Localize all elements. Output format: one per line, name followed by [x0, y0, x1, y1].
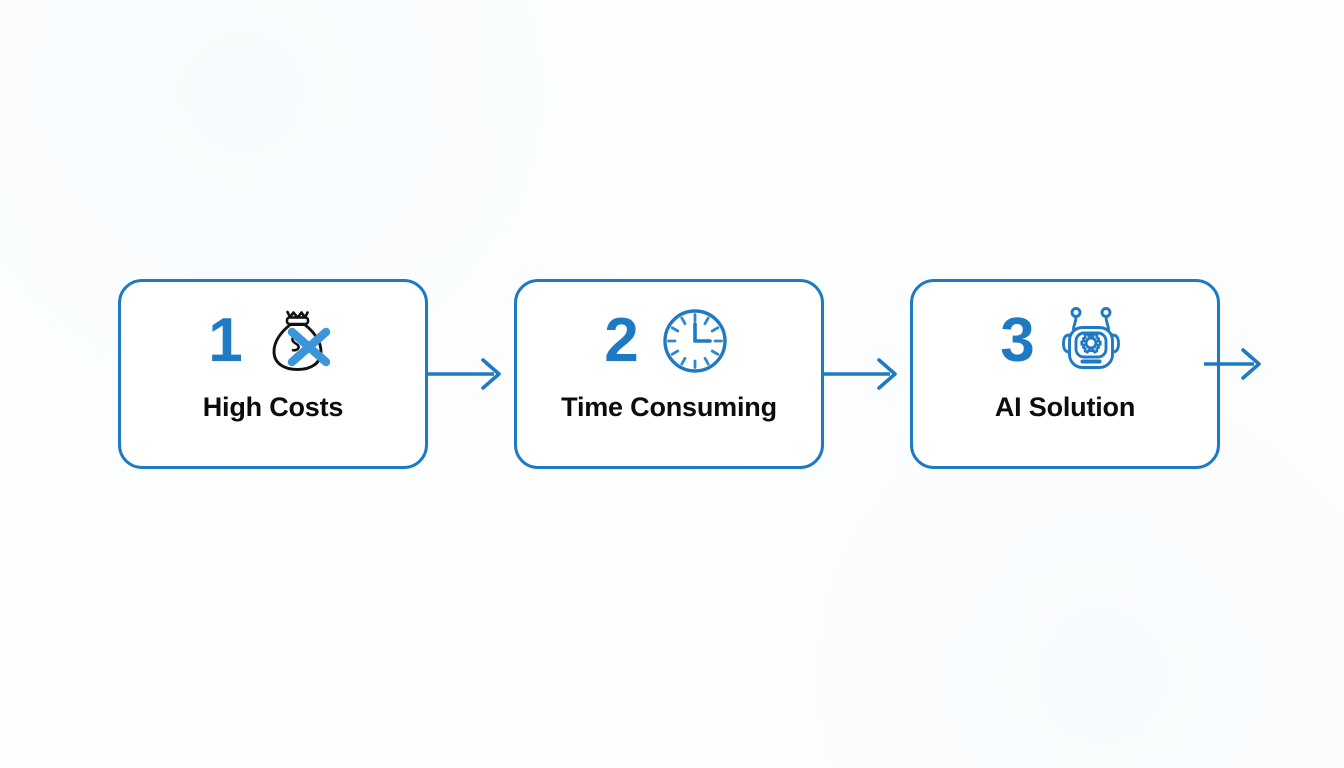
arrow-step-2-to-3 — [824, 279, 910, 469]
step-3-header: 3 — [913, 282, 1217, 392]
step-3-label: AI Solution — [994, 392, 1136, 422]
step-2-number: 2 — [604, 306, 638, 375]
step-2-header: 2 — [517, 282, 821, 392]
process-step-card-1[interactable]: 1 — [118, 279, 428, 469]
process-step-card-3[interactable]: 3 — [910, 279, 1220, 469]
step-3-number: 3 — [1000, 306, 1034, 375]
arrow-step-1-to-2 — [428, 279, 514, 469]
process-flow-row: 1 — [118, 279, 1268, 469]
arrow-step-3-outgoing — [1204, 344, 1274, 404]
clock-icon — [656, 302, 734, 380]
money-bag-crossed-out-icon — [260, 302, 338, 380]
step-1-header: 1 — [121, 282, 425, 392]
step-1-number: 1 — [208, 306, 242, 375]
step-1-label: High Costs — [202, 392, 344, 422]
process-step-card-2[interactable]: 2 — [514, 279, 824, 469]
robot-head-gear-icon — [1052, 302, 1130, 380]
step-2-label: Time Consuming — [561, 392, 777, 422]
